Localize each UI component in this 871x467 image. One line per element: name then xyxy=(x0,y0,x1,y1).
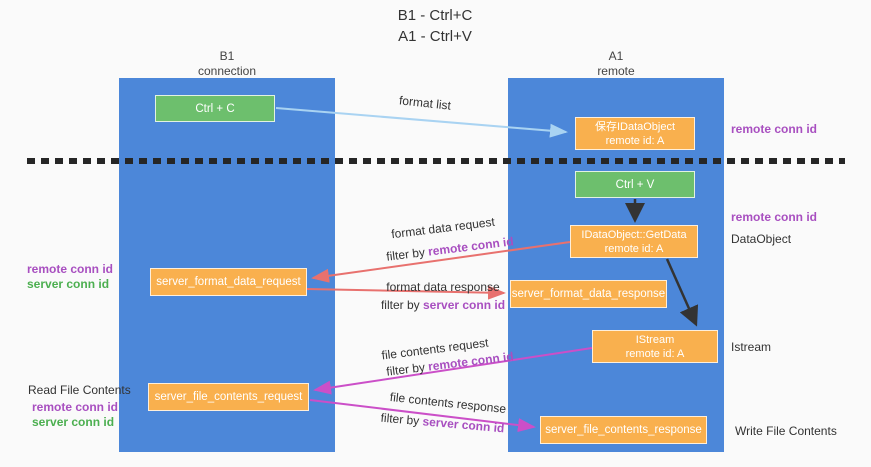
node-idataobject-getdata-line1: IDataObject::GetData xyxy=(581,228,687,241)
label-remote-conn-id-mid-right: remote conn id xyxy=(731,210,818,224)
label-dataobject: DataObject xyxy=(731,232,792,246)
node-ctrl-v: Ctrl + V xyxy=(575,171,695,198)
label-remote-conn-id-left-bottom: remote conn id xyxy=(32,400,119,414)
left-column-name: B1 xyxy=(219,49,235,63)
node-ctrl-c-label: Ctrl + C xyxy=(195,102,235,115)
right-column-name: A1 xyxy=(608,49,624,63)
node-server-file-contents-request-label: server_file_contents_request xyxy=(154,391,303,403)
node-server-format-data-request: server_format_data_request xyxy=(150,268,307,296)
node-save-idataobject-line1: 保存IDataObject xyxy=(594,120,676,133)
phase-separator-dashed-line xyxy=(27,158,845,164)
node-istream: IStream remote id: A xyxy=(592,330,718,363)
node-server-format-data-response: server_format_data_response xyxy=(510,280,667,308)
node-istream-line2: remote id: A xyxy=(625,347,685,360)
left-column-role: connection xyxy=(197,64,257,78)
node-idataobject-getdata-line2: remote id: A xyxy=(604,242,664,255)
filter-by-text: filter by xyxy=(380,298,420,312)
label-format-data-response: format data response xyxy=(386,280,500,294)
node-server-format-data-response-label: server_format_data_response xyxy=(511,288,666,300)
label-remote-conn-id-top-right: remote conn id xyxy=(731,122,818,136)
remote-conn-id-text: remote conn id xyxy=(427,234,515,259)
node-server-file-contents-response: server_file_contents_response xyxy=(540,416,707,444)
label-filter-by-server-1: filter by server conn id xyxy=(378,298,508,312)
left-column-header: B1 connection xyxy=(119,49,335,79)
title-line-2: A1 - Ctrl+V xyxy=(398,28,472,45)
node-save-idataobject: 保存IDataObject remote id: A xyxy=(575,117,695,150)
diagram-title: B1 - Ctrl+C A1 - Ctrl+V xyxy=(300,5,570,47)
title-line-1: B1 - Ctrl+C xyxy=(397,7,473,24)
label-read-file-contents: Read File Contents xyxy=(28,383,131,397)
filter-by-text: filter by xyxy=(385,245,426,264)
label-server-conn-id-left-bottom: server conn id xyxy=(32,415,115,429)
label-istream: Istream xyxy=(731,340,772,354)
node-server-file-contents-request: server_file_contents_request xyxy=(148,383,309,411)
node-save-idataobject-line2: remote id: A xyxy=(605,134,665,147)
label-server-conn-id-left-top: server conn id xyxy=(27,277,110,291)
node-idataobject-getdata: IDataObject::GetData remote id: A xyxy=(570,225,698,258)
right-column-role: remote xyxy=(597,64,635,78)
label-write-file-contents: Write File Contents xyxy=(735,424,837,438)
node-istream-line1: IStream xyxy=(635,333,675,346)
node-ctrl-v-label: Ctrl + V xyxy=(615,178,655,191)
label-format-list: format list xyxy=(398,93,452,113)
node-ctrl-c: Ctrl + C xyxy=(155,95,275,122)
filter-by-text: filter by xyxy=(380,410,420,428)
filter-by-text: filter by xyxy=(385,360,426,379)
node-server-format-data-request-label: server_format_data_request xyxy=(156,276,301,288)
server-conn-id-text: server conn id xyxy=(421,414,505,436)
node-server-file-contents-response-label: server_file_contents_response xyxy=(545,424,702,436)
label-remote-conn-id-left-top: remote conn id xyxy=(27,262,114,276)
right-column-header: A1 remote xyxy=(508,49,724,79)
server-conn-id-text: server conn id xyxy=(423,298,506,312)
